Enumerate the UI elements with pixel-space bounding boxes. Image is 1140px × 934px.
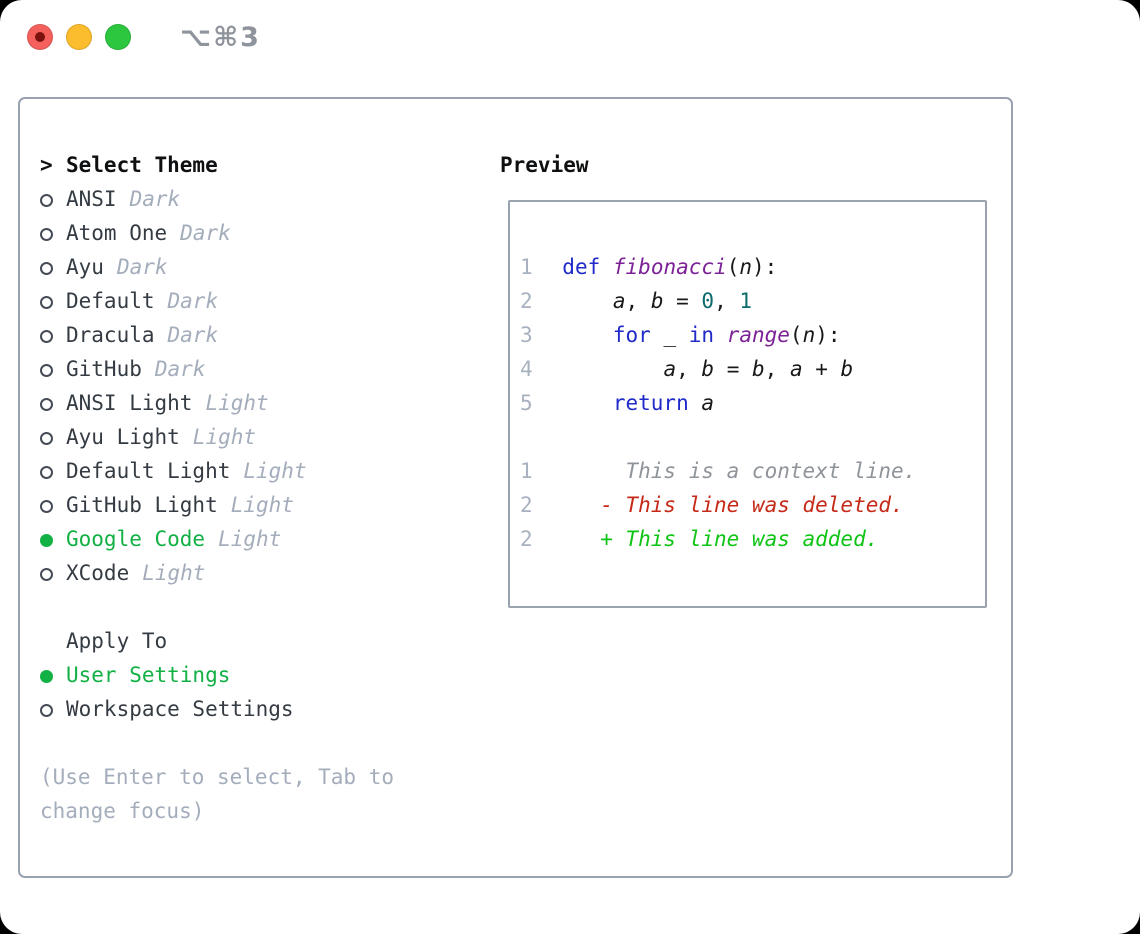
preview-title: Preview <box>500 153 589 177</box>
option-label: Workspace Settings <box>66 697 294 721</box>
line-content: def fibonacci(n): <box>562 255 778 279</box>
option-variant: Light <box>218 527 282 551</box>
prompt-icon: > <box>40 153 53 177</box>
option-label: GitHub <box>66 357 142 381</box>
option-label: ANSI Light <box>66 391 193 415</box>
line-content: a, b = 0, 1 <box>612 289 753 313</box>
close-button[interactable] <box>27 24 53 50</box>
radio-icon <box>40 284 66 318</box>
radio-icon <box>40 182 66 216</box>
option-label: Default <box>66 289 155 313</box>
line-number: 1 <box>520 255 533 279</box>
option-variant: Dark <box>116 255 168 279</box>
radio-selected-icon <box>40 522 66 556</box>
apply-option-workspace-settings[interactable]: Workspace Settings <box>40 692 474 726</box>
preview-line: 3 for _ in range(n): <box>520 318 985 352</box>
option-label: Ayu <box>66 255 104 279</box>
radio-icon <box>40 352 66 386</box>
line-content: return a <box>612 391 715 415</box>
theme-option-atom-one[interactable]: Atom One Dark <box>40 216 474 250</box>
line-content: This is a context line. <box>537 459 917 483</box>
radio-icon <box>40 216 66 250</box>
radio-icon <box>40 420 66 454</box>
theme-option-ayu-light[interactable]: Ayu Light Light <box>40 420 474 454</box>
radio-icon <box>40 454 66 488</box>
radio-icon <box>40 250 66 284</box>
option-variant: Dark <box>154 357 206 381</box>
theme-option-default-light[interactable]: Default Light Light <box>40 454 474 488</box>
line-number: 2 <box>520 527 533 551</box>
hint-text: (Use Enter to select, Tab to change focu… <box>40 765 395 823</box>
option-label: Ayu Light <box>66 425 180 449</box>
minimize-button[interactable] <box>66 24 92 50</box>
line-content: for _ in range(n): <box>612 323 841 347</box>
theme-option-default[interactable]: Default Dark <box>40 284 474 318</box>
window-title: ⌥⌘3 <box>180 21 261 53</box>
line-number: 5 <box>520 391 533 415</box>
theme-option-github[interactable]: GitHub Dark <box>40 352 474 386</box>
option-label: ANSI <box>66 187 117 211</box>
apply-option-user-settings[interactable]: User Settings <box>40 658 474 692</box>
radio-icon <box>40 556 66 590</box>
preview-line: 1 def fibonacci(n): <box>520 250 985 284</box>
record-dot-icon <box>35 32 45 42</box>
option-variant: Dark <box>167 323 219 347</box>
option-variant: Dark <box>167 289 219 313</box>
option-label: Dracula <box>66 323 155 347</box>
option-variant: Light <box>192 425 257 449</box>
theme-option-ansi[interactable]: ANSI Dark <box>40 182 474 216</box>
theme-option-ansi-light[interactable]: ANSI Light Light <box>40 386 474 420</box>
section-gap <box>40 726 474 760</box>
preview-blank-line <box>520 420 985 454</box>
line-number: 3 <box>520 323 533 347</box>
apply-to-header: Apply To <box>40 624 474 658</box>
line-number: 2 <box>520 289 533 313</box>
option-label: Default Light <box>66 459 231 483</box>
option-label: XCode <box>66 561 130 585</box>
option-label: User Settings <box>66 663 231 687</box>
radio-icon <box>40 318 66 352</box>
line-content: + This line was added. <box>537 527 879 551</box>
line-number: 2 <box>520 493 533 517</box>
radio-icon <box>40 386 66 420</box>
line-content: - This line was deleted. <box>537 493 904 517</box>
line-number: 1 <box>520 459 533 483</box>
option-label: Google Code <box>66 527 206 551</box>
option-variant: Light <box>205 391 269 415</box>
option-variant: Light <box>230 493 294 517</box>
option-variant: Dark <box>129 187 181 211</box>
option-variant: Dark <box>180 221 231 245</box>
radio-icon <box>40 692 66 726</box>
preview-line: 5 return a <box>520 386 985 420</box>
preview-line: 2 - This line was deleted. <box>520 488 985 522</box>
theme-option-ayu[interactable]: Ayu Dark <box>40 250 474 284</box>
theme-option-xcode[interactable]: XCode Light <box>40 556 474 590</box>
theme-option-github-light[interactable]: GitHub Light Light <box>40 488 474 522</box>
preview-line: 2 + This line was added. <box>520 522 985 556</box>
theme-option-dracula[interactable]: Dracula Dark <box>40 318 474 352</box>
option-label: GitHub Light <box>66 493 218 517</box>
radio-icon <box>40 488 66 522</box>
section-gap <box>40 590 474 624</box>
radio-selected-icon <box>40 658 66 692</box>
preview-line: 4 a, b = b, a + b <box>520 352 985 386</box>
select-theme-header: > Select Theme <box>40 148 474 182</box>
apply-to-title: Apply To <box>66 629 168 653</box>
zoom-button[interactable] <box>105 24 131 50</box>
option-variant: Light <box>142 561 206 585</box>
option-variant: Light <box>243 459 307 483</box>
line-number: 4 <box>520 357 533 381</box>
option-label: Atom One <box>66 221 168 245</box>
theme-option-google-code[interactable]: Google Code Light <box>40 522 474 556</box>
select-theme-title: Select Theme <box>66 153 218 177</box>
titlebar: ⌥⌘3 <box>0 0 1140 74</box>
preview-line: 1 This is a context line. <box>520 454 985 488</box>
line-content: a, b = b, a + b <box>663 357 854 381</box>
preview-line: 2 a, b = 0, 1 <box>520 284 985 318</box>
